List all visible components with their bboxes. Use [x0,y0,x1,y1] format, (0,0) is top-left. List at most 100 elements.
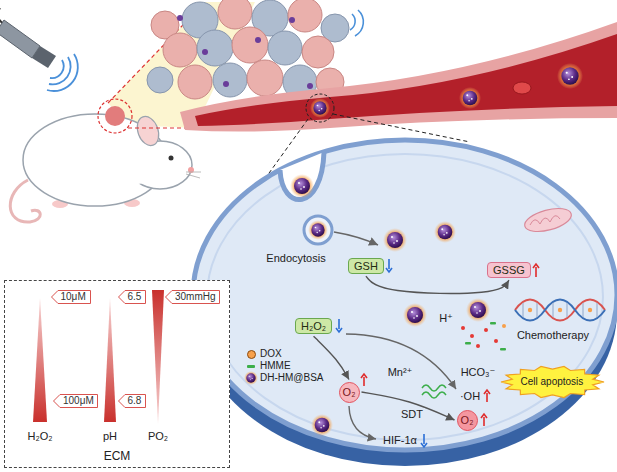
tumor-cluster [223,81,229,87]
apoptosis-burst: Cell apoptosis [500,365,605,399]
ecm-panel-ground [4,280,230,468]
oxygen-pressure-tag-text: 30mmHg [175,291,216,303]
mouse-illustration [98,99,132,133]
nanoparticle [466,298,490,322]
gssg-box-text: GSSG [493,264,525,277]
tumor-cluster [197,30,233,66]
level-arrow-down [336,319,342,332]
protein-label: HIF-1α [383,434,417,447]
tumor-cluster [289,17,295,23]
tumor-cluster [232,27,268,63]
gssg-box: GSSG [487,262,531,279]
ecm-panel-ground [33,298,47,422]
legend-slot [246,373,256,383]
cell-body [290,174,314,198]
mouse-illustration [186,172,201,178]
legend-swatch [247,365,255,368]
cell-body [280,152,324,200]
concentration-tag-text: 100μM [63,395,94,407]
concentration-tag-text: 10μM [61,291,86,303]
nanoparticle [311,414,333,436]
tumor-cluster [302,36,334,68]
tumor-cluster [307,83,313,89]
burst-outline [501,366,604,397]
ph-tag: 6.5 [118,290,146,304]
concentration-tag: 100μM [53,394,98,408]
drug-release-dots [484,328,488,332]
reaction-arrows [422,392,446,398]
oxygen-circle-text: O₂ [343,386,356,399]
blood-vessel [180,22,617,132]
tumor-cluster [147,0,363,99]
ecm-panel-ground [104,298,116,422]
mouse-illustration [169,156,174,161]
tumor-cluster [213,63,247,97]
ultrasound-probe [49,57,71,84]
tumor-cluster [288,0,322,32]
tumor-cluster [177,15,183,21]
blood-vessel [310,98,330,118]
ultrasound-probe [32,46,56,68]
cell-body [193,140,617,466]
ultrasound-probe [50,60,64,78]
ph-tag-text: 6.8 [128,395,142,407]
mouse-illustration [105,106,125,126]
drug-release-dots [461,322,506,351]
legend-text: DH-HM@BSA [260,372,324,384]
level-arrow-up [484,390,490,402]
tag-outline [118,291,145,304]
apoptosis-burst-text: Cell apoptosis [521,376,584,388]
process-label: Chemotherapy [517,329,589,342]
legend-row: DOX [246,348,324,360]
nanoparticle [434,221,456,243]
process-label: Endocytosis [266,252,325,265]
tumor-cluster [255,37,261,43]
ion-label: Mn²⁺ [388,366,413,379]
blood-vessel [180,22,617,132]
nanoparticle [383,228,407,252]
ultrasound-probe [47,54,78,91]
tumor-cluster [218,0,252,29]
drug-release-dots [461,326,465,330]
tumor-cluster [268,31,302,65]
reaction-arrows [346,334,456,389]
level-arrow-up [361,264,539,426]
dna-helix [528,308,532,312]
blood-vessel [306,94,334,122]
ph-tag: 6.8 [118,394,146,408]
oxygen-circle: O₂ [457,410,478,431]
tag-outline [118,395,145,408]
legend: DOXHMMEDH-HM@BSA [246,348,324,384]
legend-slot [246,361,256,371]
cell-body [304,216,332,244]
level-arrow-up [361,374,367,386]
tumor-cluster [147,67,173,93]
reaction-connector [362,392,455,420]
gsh-box: GSH [348,258,384,275]
legend-text: HMME [260,360,291,372]
mitochondrion [522,204,574,236]
mouse-illustration [10,99,201,222]
ecm-panel-text: ECM [104,450,131,464]
blood-vessel [195,34,617,126]
ultrasound-probe [0,8,78,91]
blood-vessel [557,63,583,89]
level-arrow-down [386,259,392,272]
ion-label: H⁺ [439,312,453,325]
cell-body [207,154,603,440]
tumor-cluster [178,65,212,99]
level-arrow-up [481,414,487,426]
edge-label: SDT [399,408,425,421]
drug-release-dots [494,339,498,343]
axis-label: PO₂ [148,430,168,443]
mitochondrion [530,216,560,225]
legend-row: HMME [246,360,324,372]
drug-release-dots [490,322,496,325]
cell-body [193,140,617,450]
dna-helix [515,300,605,321]
dna-helix [558,308,562,312]
legend-row: DH-HM@BSA [246,372,324,384]
nanoparticle [311,221,490,436]
